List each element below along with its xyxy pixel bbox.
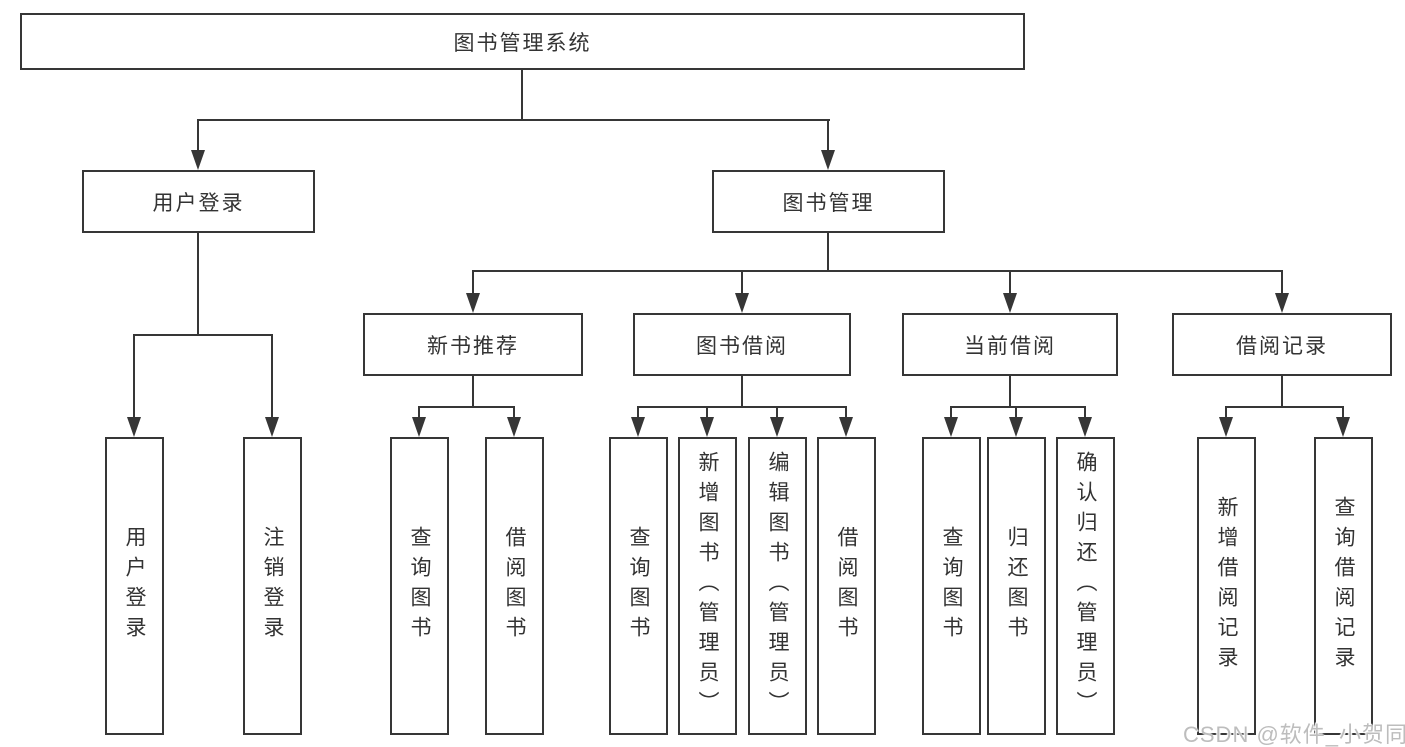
connector-line: [845, 406, 847, 420]
arrow-down-icon: [821, 150, 835, 170]
arrow-down-icon: [631, 417, 645, 437]
arrow-down-icon: [1275, 293, 1289, 313]
connector-line: [472, 375, 474, 408]
leaf-query-book-borrowing: 查询图书: [609, 437, 668, 735]
leaf-query-book-current: 查询图书: [922, 437, 981, 735]
arrow-down-icon: [507, 417, 521, 437]
connector-line: [418, 406, 515, 408]
connector-line: [1342, 406, 1344, 420]
connector-line: [1225, 406, 1227, 420]
arrow-down-icon: [735, 293, 749, 313]
arrow-down-icon: [191, 150, 205, 170]
connector-line: [513, 406, 515, 420]
node-new-book-recommend: 新书推荐: [363, 313, 583, 376]
leaf-confirm-return-admin: 确认归还（管理员）: [1056, 437, 1115, 735]
csdn-watermark: CSDN @软件_小贺同学: [1183, 722, 1405, 747]
leaf-borrow-book-recommend: 借阅图书: [485, 437, 544, 735]
node-book-borrowing: 图书借阅: [633, 313, 851, 376]
node-user-login: 用户登录: [82, 170, 315, 233]
leaf-logout: 注销登录: [243, 437, 302, 735]
arrow-down-icon: [1336, 417, 1350, 437]
leaf-edit-book-admin: 编辑图书（管理员）: [748, 437, 807, 735]
arrow-down-icon: [1219, 417, 1233, 437]
leaf-user-login: 用户登录: [105, 437, 164, 735]
leaf-add-book-admin: 新增图书（管理员）: [678, 437, 737, 735]
connector-line: [197, 119, 199, 153]
connector-line: [521, 69, 523, 121]
arrow-down-icon: [1003, 293, 1017, 313]
arrow-down-icon: [466, 293, 480, 313]
arrow-down-icon: [770, 417, 784, 437]
connector-line: [1084, 406, 1086, 420]
connector-line: [950, 406, 1086, 408]
connector-line: [133, 334, 273, 336]
connector-line: [827, 119, 829, 153]
connector-line: [1281, 270, 1283, 296]
arrow-down-icon: [412, 417, 426, 437]
connector-line: [1281, 375, 1283, 408]
leaf-return-book: 归还图书: [987, 437, 1046, 735]
node-current-borrowing: 当前借阅: [902, 313, 1118, 376]
connector-line: [472, 270, 1283, 272]
leaf-add-borrow-record: 新增借阅记录: [1197, 437, 1256, 735]
node-book-management: 图书管理: [712, 170, 945, 233]
arrow-down-icon: [1009, 417, 1023, 437]
connector-line: [950, 406, 952, 420]
arrow-down-icon: [265, 417, 279, 437]
leaf-borrow-book: 借阅图书: [817, 437, 876, 735]
connector-line: [472, 270, 474, 296]
connector-line: [1009, 270, 1011, 296]
connector-line: [133, 334, 135, 420]
arrow-down-icon: [700, 417, 714, 437]
connector-line: [197, 119, 830, 121]
connector-line: [197, 232, 199, 335]
connector-line: [741, 375, 743, 408]
arrow-down-icon: [944, 417, 958, 437]
arrow-down-icon: [839, 417, 853, 437]
arrow-down-icon: [1078, 417, 1092, 437]
leaf-query-borrow-record: 查询借阅记录: [1314, 437, 1373, 735]
node-borrow-records: 借阅记录: [1172, 313, 1392, 376]
connector-line: [1009, 375, 1011, 408]
arrow-down-icon: [127, 417, 141, 437]
connector-line: [418, 406, 420, 420]
connector-line: [1015, 406, 1017, 420]
leaf-query-book-recommend: 查询图书: [390, 437, 449, 735]
node-library-management-system: 图书管理系统: [20, 13, 1025, 70]
connector-line: [271, 334, 273, 420]
connector-line: [706, 406, 708, 420]
connector-line: [637, 406, 847, 408]
connector-line: [637, 406, 639, 420]
connector-line: [827, 232, 829, 272]
connector-line: [1225, 406, 1344, 408]
connector-line: [776, 406, 778, 420]
connector-line: [741, 270, 743, 296]
